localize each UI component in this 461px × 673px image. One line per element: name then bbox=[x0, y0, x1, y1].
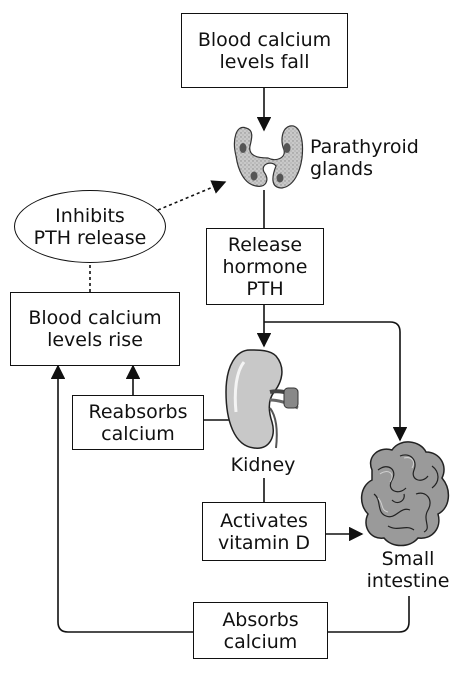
blood-calcium-fall-box: Blood calcium levels fall bbox=[181, 13, 348, 88]
activates-vitamin-d-box: Activates vitamin D bbox=[202, 502, 326, 561]
line-intestine-to-absorbs bbox=[328, 596, 410, 633]
release-pth-box: Release hormone PTH bbox=[206, 228, 324, 305]
reabsorbs-calcium-box: Reabsorbs calcium bbox=[72, 395, 204, 450]
arrow-release-to-intestine bbox=[264, 321, 408, 442]
inhibits-pth-ellipse: Inhibits PTH release bbox=[14, 190, 166, 263]
arrow-inhibits-to-parathyroid bbox=[157, 180, 227, 211]
parathyroid-glands-label: Parathyroid glands bbox=[310, 136, 419, 180]
kidney-icon bbox=[225, 349, 299, 449]
kidney-label: Kidney bbox=[230, 454, 296, 476]
blood-calcium-rise-box: Blood calcium levels rise bbox=[10, 292, 180, 366]
arrow-absorbs-to-rise bbox=[50, 364, 193, 633]
small-intestine-label: Small intestine bbox=[366, 548, 450, 592]
parathyroid-glands-icon bbox=[233, 125, 304, 189]
small-intestine-icon bbox=[360, 441, 450, 547]
absorbs-calcium-box: Absorbs calcium bbox=[193, 602, 328, 659]
